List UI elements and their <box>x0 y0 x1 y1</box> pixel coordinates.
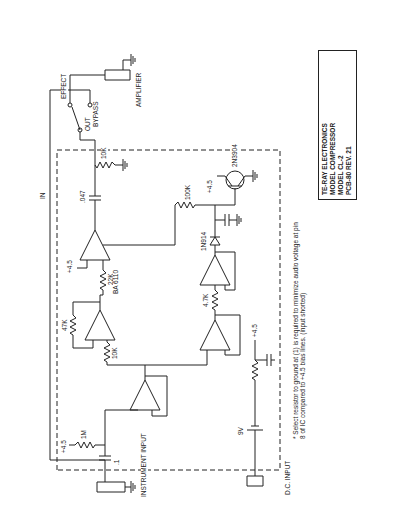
wire <box>145 350 207 365</box>
dc-jack <box>247 476 263 486</box>
supply-label: +4.5 <box>207 179 214 194</box>
part-value: 1N914 <box>201 231 208 252</box>
resistor-symbol <box>100 260 106 290</box>
resistor-symbol <box>212 285 218 310</box>
part-value: .047 <box>80 189 87 204</box>
opamp-symbol <box>200 255 230 285</box>
part-value: 9V <box>238 426 245 436</box>
potentiometer-symbol <box>95 159 127 171</box>
switch-label: EFFECT <box>61 73 68 100</box>
schematic-sheet: INSTRUMENT INPUT D.C. INPUT 9V +4.5 1M .1 10K 4… <box>35 40 365 500</box>
switch-label: BYPASS <box>93 100 100 128</box>
title-text: PCB-80 REV. 21 <box>345 55 353 195</box>
jack-label: INSTRUMENT INPUT <box>141 432 148 498</box>
part-value: 100K <box>185 184 192 201</box>
transistor-leads <box>217 170 257 186</box>
part-value: 1M <box>81 429 88 440</box>
supply-label: +4.5 <box>252 323 259 338</box>
capacitor-symbol <box>255 354 275 366</box>
input-jack <box>97 482 125 492</box>
title-block: TE-RAY ELECTRONICSMODEL COMPRESSORMODEL … <box>318 50 357 200</box>
wire <box>50 75 105 460</box>
part-value: 10K <box>101 146 108 160</box>
wire <box>107 362 167 416</box>
part-value: .1 <box>114 459 121 466</box>
title-text: MODEL CL-2 <box>337 55 345 195</box>
switch-blade <box>72 107 80 130</box>
switch-label: OUT <box>85 116 92 132</box>
supply-label: +4.5 <box>67 259 74 274</box>
opamp-symbol <box>200 320 230 350</box>
wire <box>99 410 138 460</box>
battery-symbol <box>247 380 263 476</box>
diode-symbol <box>210 205 220 255</box>
pcb-boundary <box>57 150 280 470</box>
wire <box>215 310 240 355</box>
jack-label: AMPLIFIER <box>136 72 143 108</box>
title-text: TE-RAY ELECTRONICS <box>321 55 329 195</box>
output-jack <box>105 70 130 80</box>
resistor-symbol <box>103 202 215 245</box>
signal-label: IN <box>40 192 47 201</box>
wire <box>70 290 103 348</box>
supply-label: +4.5 <box>61 439 68 454</box>
opamp-symbol <box>130 380 160 410</box>
opamp-symbol <box>85 310 115 340</box>
wire <box>123 54 135 70</box>
wire <box>215 188 235 205</box>
jack-label: D.C. INPUT <box>285 460 292 496</box>
part-name: 2N3904 <box>232 143 239 168</box>
title-text: MODEL COMPRESSOR <box>329 55 337 195</box>
footnote: * Select resistor to ground at (1) is re… <box>293 218 307 440</box>
wire <box>77 260 87 268</box>
wire <box>215 252 235 290</box>
part-value: 4.7K <box>203 293 210 308</box>
part-value: 10K <box>112 346 119 360</box>
capacitor-symbol <box>215 214 241 226</box>
ic-name: BA 6110 <box>113 269 120 295</box>
resistor-symbol <box>104 340 110 362</box>
part-value: 47K <box>62 318 69 332</box>
resistor-symbol <box>69 442 105 448</box>
wire <box>80 132 101 230</box>
